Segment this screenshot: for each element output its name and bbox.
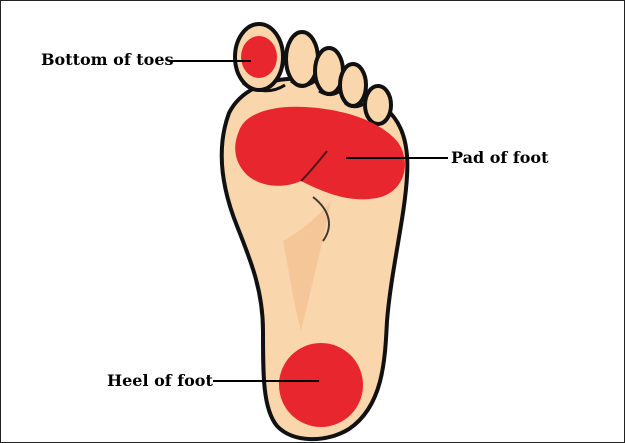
label-pad-of-foot: Pad of foot [451, 149, 548, 167]
fourth-toe [340, 64, 366, 106]
hotspot-heel [279, 343, 363, 427]
little-toe [365, 86, 391, 124]
hotspot-toes [241, 36, 277, 78]
label-bottom-of-toes: Bottom of toes [41, 51, 174, 69]
second-toe [286, 32, 318, 86]
label-heel-of-foot: Heel of foot [107, 372, 213, 390]
